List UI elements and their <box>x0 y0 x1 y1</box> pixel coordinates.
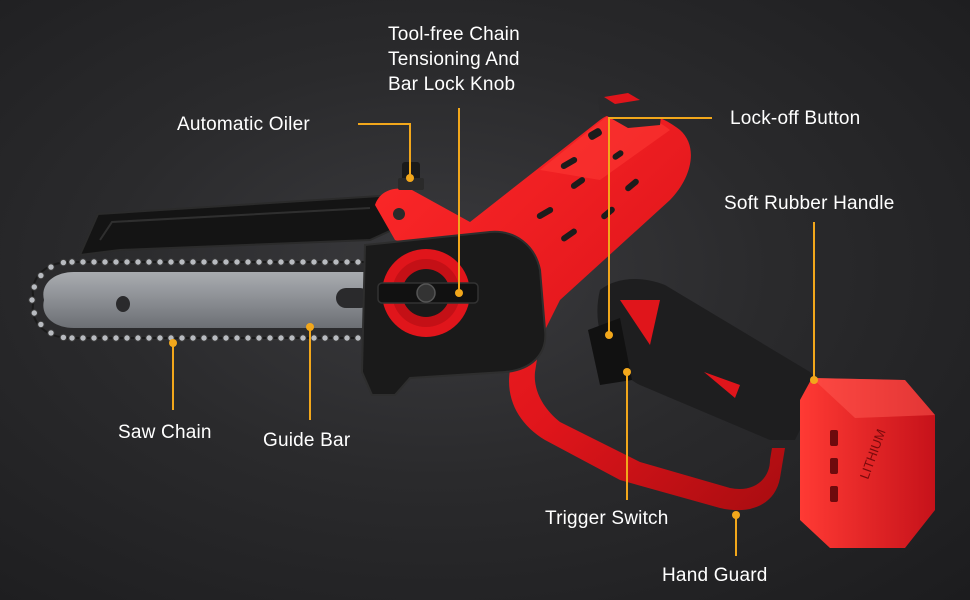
chain-link <box>134 258 142 266</box>
callout-hand-guard: Hand Guard <box>662 565 768 586</box>
chain-link <box>321 334 329 342</box>
chain-link <box>354 258 362 266</box>
saw-chain <box>28 258 362 342</box>
chain-link <box>233 258 241 266</box>
chain-link <box>255 258 263 266</box>
chain-link <box>145 258 153 266</box>
chain-link <box>156 258 164 266</box>
chain-link <box>178 334 186 342</box>
chain-link <box>277 334 285 342</box>
chain-link <box>112 334 120 342</box>
chain-link <box>200 258 208 266</box>
chain-link <box>167 258 175 266</box>
chain-link <box>59 258 68 267</box>
chain-link <box>233 334 241 342</box>
chain-link <box>266 258 274 266</box>
chain-link <box>101 258 109 266</box>
chain-link <box>321 258 329 266</box>
chain-link <box>68 258 76 266</box>
chain-link <box>28 296 36 304</box>
chain-link <box>211 258 219 266</box>
chain-link <box>200 334 208 342</box>
chain-link <box>255 334 263 342</box>
guide-bar <box>31 261 371 339</box>
chain-link <box>343 334 351 342</box>
chain-link <box>288 258 296 266</box>
callout-automatic-oiler: Automatic Oiler <box>177 114 310 135</box>
chain-link <box>90 334 98 342</box>
chain-link <box>299 258 307 266</box>
chain-link <box>354 334 362 342</box>
chain-link <box>123 258 131 266</box>
chain-link <box>299 334 307 342</box>
callout-guide-bar: Guide Bar <box>263 430 351 451</box>
chain-link <box>101 334 109 342</box>
chain-link <box>79 258 87 266</box>
leader-dots <box>169 174 818 519</box>
front-handle <box>375 111 785 511</box>
tensioning-knob <box>377 249 479 337</box>
chain-link <box>30 283 38 291</box>
chain-link <box>222 334 230 342</box>
battery-pack: LITHIUM <box>800 378 935 548</box>
chain-link <box>332 258 340 266</box>
chain-link <box>112 258 120 266</box>
callout-tensioning-line-3: Bar Lock Knob <box>388 74 516 95</box>
bar-cover <box>78 194 402 257</box>
chain-link <box>266 334 274 342</box>
chain-link <box>79 334 87 342</box>
chain-link <box>211 334 219 342</box>
chain-link <box>189 258 197 266</box>
chain-link <box>59 333 68 342</box>
chain-link <box>189 334 197 342</box>
chain-link <box>134 334 142 342</box>
chain-link <box>244 258 252 266</box>
chain-link <box>310 258 318 266</box>
callout-saw-chain: Saw Chain <box>118 422 212 443</box>
chain-link <box>37 271 45 280</box>
callout-tensioning-knob: Tool-free Chain Tensioning And Bar Lock … <box>388 22 520 97</box>
chain-link <box>90 258 98 266</box>
chain-link <box>30 309 38 317</box>
chain-link <box>123 334 131 342</box>
callout-trigger-switch: Trigger Switch <box>545 508 669 529</box>
trigger <box>588 318 632 385</box>
chain-link <box>68 334 76 342</box>
chain-link <box>244 334 252 342</box>
lock-off-button <box>598 96 662 128</box>
leader-lines <box>172 108 815 556</box>
callout-tensioning-line-2: Tensioning And <box>388 49 520 70</box>
callout-lock-off-button: Lock-off Button <box>730 108 861 129</box>
chain-link <box>47 329 55 337</box>
chain-link <box>222 258 230 266</box>
chain-link <box>145 334 153 342</box>
chain-link <box>332 334 340 342</box>
chain-link <box>310 334 318 342</box>
chain-link <box>178 258 186 266</box>
chain-link <box>343 258 351 266</box>
chain-link <box>156 334 164 342</box>
chain-link <box>277 258 285 266</box>
chain-link <box>47 263 55 271</box>
chain-link <box>37 320 45 329</box>
chain-link <box>288 334 296 342</box>
callout-soft-rubber-handle: Soft Rubber Handle <box>724 193 895 214</box>
callout-tensioning-line-1: Tool-free Chain <box>388 24 520 45</box>
